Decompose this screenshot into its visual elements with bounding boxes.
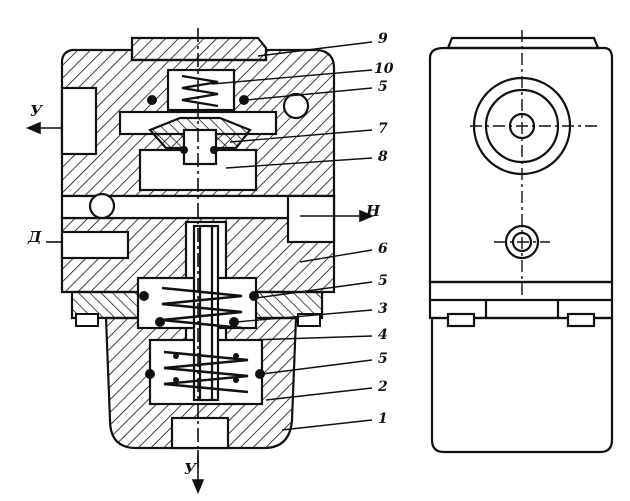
part-number-10: 10 — [374, 61, 394, 77]
part-number-4: 4 — [378, 327, 388, 343]
side-hole-left — [88, 192, 116, 220]
port-right-h — [286, 194, 336, 244]
port-left-d — [60, 230, 130, 260]
lower-spring — [163, 350, 249, 394]
part-number-5c: 5 — [378, 351, 388, 367]
part-number-8: 8 — [378, 149, 388, 165]
outlet-bore — [170, 416, 230, 450]
port-label-bottom: У — [184, 460, 197, 478]
top-spring — [181, 74, 219, 108]
part-number-5a: 5 — [378, 79, 388, 95]
middle-spring — [161, 286, 243, 330]
part-number-5b: 5 — [378, 273, 388, 289]
side-top-cap — [446, 36, 600, 50]
center-and-arrows — [25, 28, 375, 495]
part-number-6: 6 — [378, 241, 388, 257]
springs — [161, 74, 249, 394]
side-body-upper — [428, 46, 614, 284]
flange-bolts — [75, 313, 321, 327]
port-label-left: Д — [28, 228, 42, 246]
part-number-9: 9 — [378, 31, 388, 47]
part-number-3: 3 — [378, 301, 388, 317]
port-left-y — [60, 86, 98, 156]
part-number-2: 2 — [378, 379, 388, 395]
side-view — [428, 36, 614, 454]
leader-lines — [211, 41, 373, 431]
seals — [139, 95, 265, 383]
side-flange — [428, 280, 614, 320]
side-body-lower — [430, 316, 614, 454]
valve-core — [182, 128, 218, 166]
port-label-right: Н — [366, 202, 381, 220]
top-cap — [130, 36, 268, 62]
port-label-left-top: У — [30, 102, 43, 120]
part-number-1: 1 — [378, 411, 388, 427]
side-hole-right — [282, 92, 310, 120]
part-number-7: 7 — [378, 121, 388, 137]
